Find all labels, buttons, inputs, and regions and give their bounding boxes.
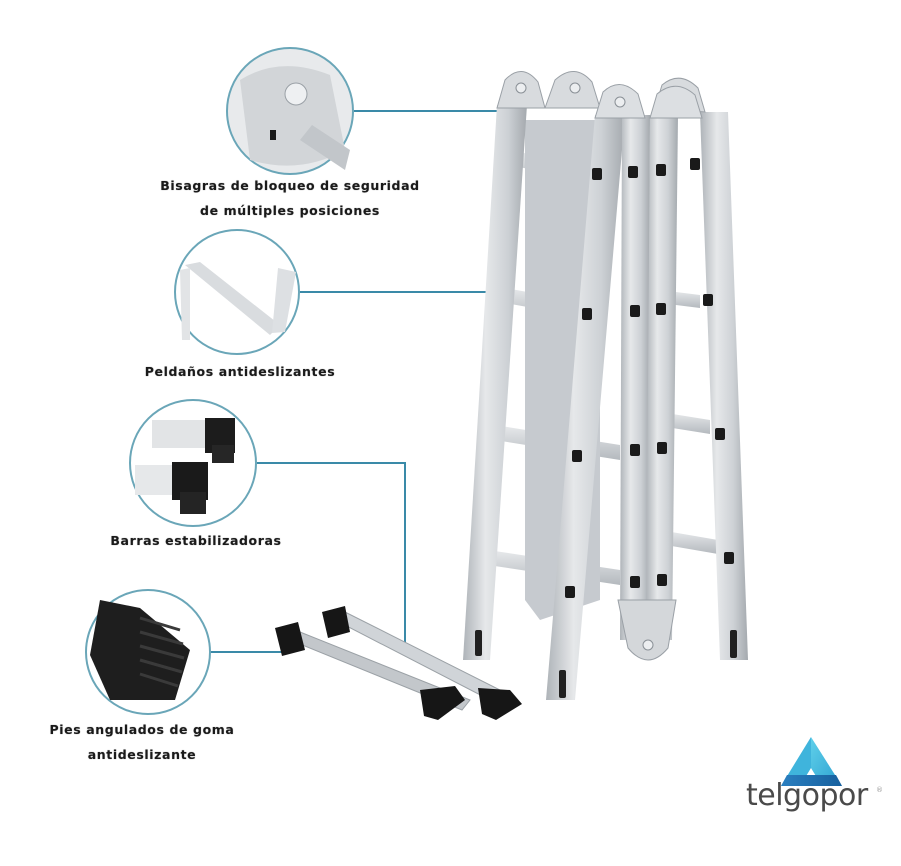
rail-foot-caps: [475, 630, 737, 698]
rungs-label: Peldaños antideslizantes: [144, 364, 336, 379]
stabilizers-label: Barras estabilizadoras: [110, 533, 282, 548]
stabilizer-bars: [275, 606, 522, 720]
rung-end-caps: [565, 158, 734, 598]
ladder-front-section: [546, 84, 703, 700]
callout-label-stabilizers: Barras estabilizadoras: [96, 533, 296, 548]
callout-foot: [85, 589, 211, 715]
callout-label-hinges: Bisagras de bloqueo de seguridad de múlt…: [145, 178, 435, 218]
callout-hinge: [226, 47, 354, 175]
callout-rung: [174, 229, 300, 355]
brand-name: telgopor: [746, 778, 868, 813]
hinges-label-line1: Bisagras de bloqueo de seguridad: [160, 178, 420, 193]
registered-mark: ®: [876, 786, 883, 794]
feet-label-line1: Pies angulados de goma: [49, 722, 235, 737]
feet-label-line2: antideslizante: [87, 747, 197, 762]
callout-stabilizer: [129, 399, 257, 527]
callout-label-feet: Pies angulados de goma antideslizante: [32, 722, 252, 762]
callout-lines: [210, 110, 498, 653]
callout-label-rungs: Peldaños antideslizantes: [130, 364, 350, 379]
brand-logo-icon: [781, 737, 842, 786]
hinges-label-line2: de múltiples posiciones: [200, 203, 380, 218]
